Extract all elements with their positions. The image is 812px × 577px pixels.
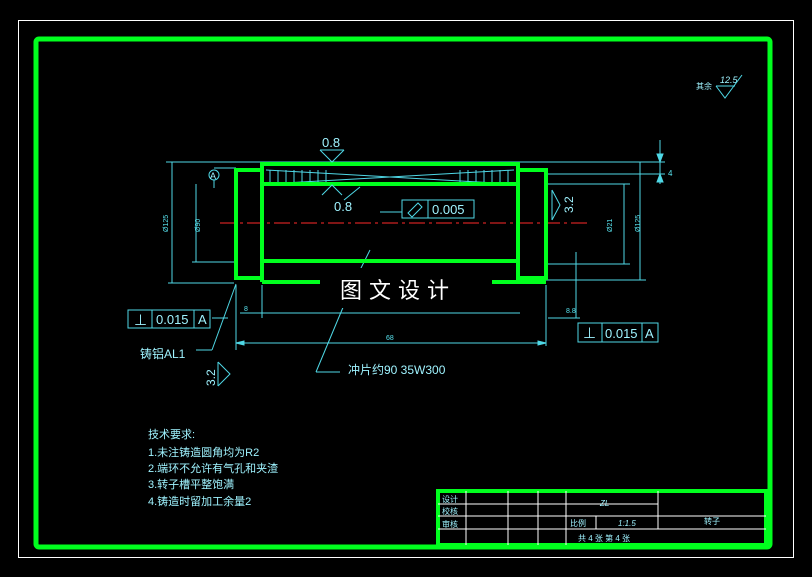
rotor-core-top — [260, 162, 520, 186]
tolerance-right-datum: A — [645, 326, 654, 341]
lamination-hatch — [265, 169, 515, 185]
tech-requirements-title: 技术要求: — [148, 428, 195, 441]
perpendicularity-icon: ⊥ — [583, 325, 596, 342]
dim-left-length: 8 — [244, 306, 248, 313]
tolerance-left-datum: A — [198, 312, 207, 327]
surface-roughness-note: 其余 12.5 — [696, 74, 743, 99]
lamination-leader — [315, 304, 345, 373]
dim-length: 68 — [386, 335, 394, 342]
roughness-right-value: 3.2 — [562, 196, 576, 213]
tech-requirement-item: 3.转子槽平整饱满 — [148, 477, 234, 491]
dim-top-right: 4 — [668, 169, 673, 178]
roughness-top-group: 0.8 0.8 — [319, 135, 352, 214]
tech-requirement-item: 2.端环不允许有气孔和夹渣 — [148, 461, 278, 475]
dim-dia-inner-left: Ø90 — [195, 219, 202, 232]
tech-requirements: 技术要求: 1.未注铸造圆角均为R2 2.端环不允许有气孔和夹渣 3.转子槽平整… — [148, 428, 278, 508]
watermark: 图 文 设 计 — [322, 268, 492, 308]
lamination-note: 冲片约90 35W300 — [348, 362, 446, 377]
material-leader — [211, 283, 237, 351]
roughness-bottom-icon — [321, 184, 343, 196]
dim-right-small: 8.8 — [566, 308, 576, 315]
surface-note-label: 其余 — [696, 81, 712, 91]
roughness-symbol-icon — [715, 74, 743, 99]
roughness-top-value: 0.8 — [322, 135, 340, 150]
tolerance-frame-right: ⊥ 0.015 A — [577, 322, 659, 343]
title-block-review: 审核 — [442, 519, 458, 529]
right-end-ring — [518, 168, 548, 280]
watermark-text: 图 文 设 计 — [340, 279, 449, 304]
title-block-sheets: 共 4 张 第 4 张 — [578, 533, 630, 543]
tolerance-right-value: 0.015 — [605, 326, 638, 341]
title-block-part-name: 转子 — [704, 516, 720, 526]
title-block-scale-label: 比例 — [570, 518, 586, 528]
perpendicularity-icon: ⊥ — [134, 312, 147, 329]
tolerance-frame-left: ⊥ 0.015 A — [127, 309, 211, 329]
roughness-left-icon — [217, 361, 231, 387]
tech-requirement-item: 1.未注铸造圆角均为R2 — [148, 445, 259, 459]
dimension-labels: 4 Ø125 Ø90 Ø21 Ø125 8.8 68 8 — [163, 169, 673, 342]
roughness-left-value: 3.2 — [204, 369, 218, 386]
tech-requirement-item: 4.铸造时留加工余量2 — [148, 494, 251, 508]
runout-symbol-icon — [407, 202, 423, 218]
title-block-check: 校核 — [442, 506, 458, 516]
roughness-top-icon — [319, 149, 345, 163]
dim-dia-outer-right: Ø125 — [635, 215, 642, 232]
roughness-right-icon — [551, 189, 561, 221]
datum-marker: A — [208, 169, 220, 188]
drawing-frame — [33, 36, 773, 550]
roughness-bottom-value: 0.8 — [334, 199, 352, 214]
runout-tolerance-frame: 0.005 — [401, 199, 475, 219]
surface-roughness-value: 12.5 — [720, 75, 739, 85]
tolerance-left-value: 0.015 — [156, 312, 189, 327]
title-block-design: 设计 — [442, 494, 458, 504]
runout-value: 0.005 — [432, 202, 465, 217]
title-block-material: ZL — [599, 499, 609, 508]
dim-dia-outer-left: Ø125 — [163, 215, 170, 232]
left-end-ring — [234, 168, 262, 280]
material-label: 铸铝AL1 — [140, 346, 186, 361]
roughness-left-group: 3.2 — [204, 361, 231, 387]
title-block: 设计 校核 审核 ZL 比例 1:1.5 转子 共 4 张 第 4 张 — [436, 489, 768, 547]
rotor-outline — [234, 162, 548, 284]
sheet-border — [18, 20, 794, 558]
title-block-scale-value: 1:1.5 — [618, 519, 636, 528]
roughness-right-group: 3.2 — [551, 189, 576, 221]
datum-letter: A — [210, 171, 216, 181]
dim-dia-shaft: Ø21 — [607, 219, 614, 232]
